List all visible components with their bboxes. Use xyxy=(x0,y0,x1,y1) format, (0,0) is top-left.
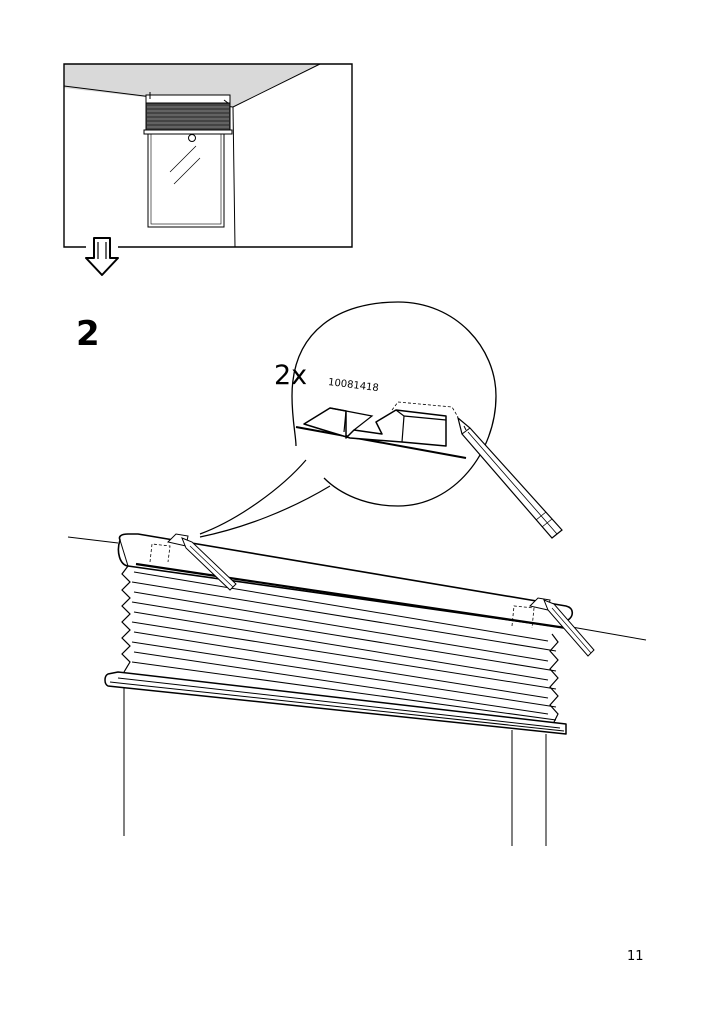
detail-callout xyxy=(199,301,563,539)
previous-step-panel xyxy=(63,63,353,248)
down-arrow-icon xyxy=(85,237,119,276)
pencil-icon xyxy=(456,416,563,539)
pencil-icon-right xyxy=(543,599,595,657)
blind-assembly xyxy=(67,533,647,846)
page-number: 11 xyxy=(627,949,644,964)
pencil-icon-left xyxy=(181,537,237,591)
step-number: 2 xyxy=(76,314,100,354)
quantity-label: 2x xyxy=(274,360,308,391)
